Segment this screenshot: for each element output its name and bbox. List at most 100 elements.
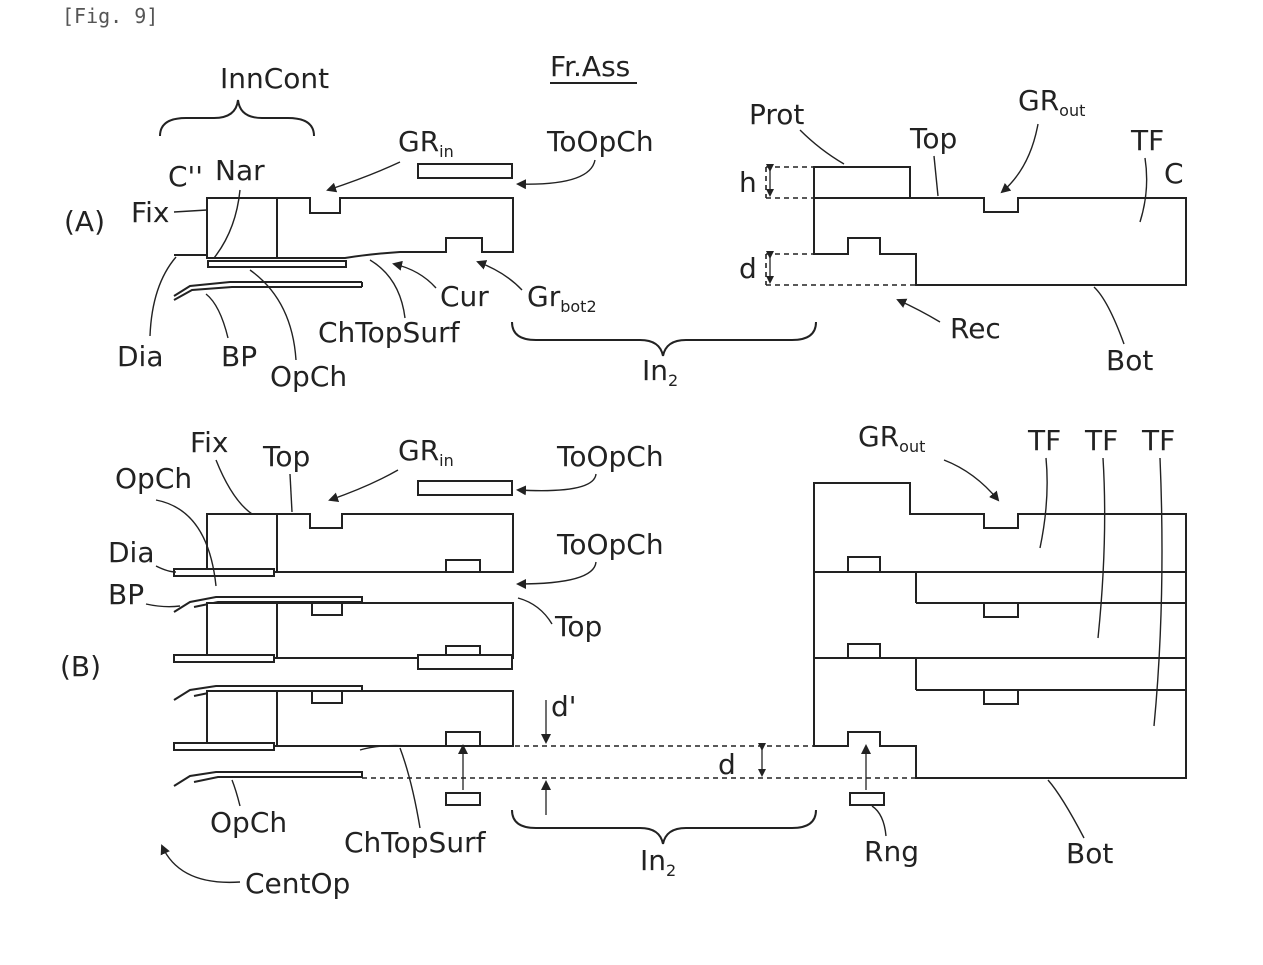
bot-leader — [1094, 287, 1124, 344]
label-rng-rect — [850, 793, 884, 805]
label-tf-b2: TF — [1084, 424, 1118, 457]
label-fix: Fix — [131, 196, 169, 229]
label-h: h — [739, 166, 757, 199]
label-d-prime: d' — [551, 690, 576, 723]
label-toopch-b1: ToOpCh — [556, 440, 664, 473]
gr-out-b-base: GR — [858, 420, 899, 453]
label-gr-in: GRin — [398, 125, 454, 161]
gr-in-sub: in — [439, 142, 454, 161]
label-fix-b: Fix — [190, 426, 228, 459]
prot-leader — [800, 130, 844, 164]
outer-groove-3 — [984, 690, 1018, 704]
inner-2-toopch-rect — [418, 655, 512, 669]
d-dash-lines — [766, 254, 916, 285]
gr-out-arrow — [1002, 124, 1038, 192]
fix-b-leader — [216, 460, 252, 514]
outer-container-body — [814, 167, 1186, 285]
panel-a: (A) Fr.Ass InnCont C'' Nar Fix GRin ToOp… — [64, 50, 1186, 393]
label-d-b: d — [718, 748, 736, 781]
gr-bot2-base: Gr — [527, 280, 561, 313]
gr-in-arrow — [328, 162, 400, 190]
inner-1-bottom-ridge — [446, 560, 480, 572]
panel-a-title: Fr.Ass — [550, 50, 630, 83]
cur-arrow — [394, 264, 436, 288]
gr-in-b-base: GR — [398, 434, 439, 467]
outer-ridge-2 — [848, 644, 880, 658]
panel-b: (B) — [60, 420, 1186, 900]
bot-b-leader — [1048, 780, 1084, 838]
toopch-arrow — [518, 160, 595, 184]
label-top: Top — [909, 122, 957, 155]
label-bot-b: Bot — [1066, 837, 1113, 870]
label-tf-b3: TF — [1141, 424, 1175, 457]
rng-leader — [872, 806, 886, 836]
label-in2: In2 — [642, 354, 678, 390]
toopch-rect-b — [418, 481, 512, 495]
bp-b-leader — [146, 604, 180, 607]
label-nar: Nar — [215, 154, 265, 187]
gr-out-sub: out — [1059, 101, 1085, 120]
label-bot: Bot — [1106, 344, 1153, 377]
label-dia: Dia — [117, 340, 164, 373]
inner-3-dia-plate — [174, 743, 274, 750]
label-opch: OpCh — [270, 360, 347, 393]
top-b2-leader — [518, 598, 552, 624]
inner-3-bottom-ridge — [446, 732, 480, 746]
label-top-b2: Top — [554, 610, 602, 643]
chtopsurf-leader — [370, 260, 405, 318]
label-bp-b: BP — [108, 578, 144, 611]
label-prot: Prot — [749, 98, 804, 131]
in2-sub: 2 — [668, 371, 678, 390]
gr-bot2-sub: bot2 — [560, 297, 596, 316]
label-opch-b1: OpCh — [115, 462, 192, 495]
label-toopch-b2: ToOpCh — [556, 528, 664, 561]
label-dia-b: Dia — [108, 536, 155, 569]
gr-out-b-arrow — [944, 460, 998, 500]
in2-brace-b — [512, 810, 816, 844]
inncont-brace — [160, 100, 314, 136]
inner-1-dia-plate — [174, 569, 274, 576]
in2-b-base: In — [640, 844, 666, 877]
label-cur: Cur — [440, 280, 489, 313]
in2-b-sub: 2 — [666, 861, 676, 880]
inner-3-bp-plate — [174, 772, 362, 786]
bp-leader — [206, 294, 228, 338]
outer-ridge-1 — [848, 557, 880, 572]
label-tf-b1: TF — [1027, 424, 1061, 457]
label-gr-out-b: GRout — [858, 420, 925, 456]
top-b1-leader — [290, 474, 292, 512]
chtopsurf-b-leader — [400, 748, 420, 828]
inner-ring — [446, 793, 480, 805]
label-opch-b2: OpCh — [210, 806, 287, 839]
panel-b-label: (B) — [60, 650, 101, 683]
label-chtopsurf: ChTopSurf — [318, 316, 461, 349]
inner-2-dia-plate — [174, 655, 274, 662]
fix-leader — [174, 210, 207, 212]
inner-2-top-groove — [312, 603, 342, 615]
label-centop: CentOp — [245, 867, 350, 900]
in2-base: In — [642, 354, 668, 387]
toopch-b1-arrow — [518, 474, 596, 491]
gr-in-base: GR — [398, 125, 439, 158]
h-dash-lines — [766, 167, 814, 198]
gr-out-b-sub: out — [899, 437, 925, 456]
in2-brace-a — [512, 322, 816, 356]
opch-plate — [208, 261, 346, 267]
label-c-double-prime: C'' — [168, 160, 203, 193]
label-gr-bot2: Grbot2 — [527, 280, 597, 316]
label-rec: Rec — [950, 312, 1001, 345]
bp-plate-bottom — [174, 287, 362, 300]
label-bp: BP — [221, 340, 257, 373]
label-chtopsurf-b: ChTopSurf — [344, 826, 487, 859]
top-leader — [934, 156, 938, 196]
inner-container-body — [207, 198, 513, 258]
opch-b2-leader — [232, 780, 240, 806]
label-rng: Rng — [864, 835, 919, 868]
gr-out-base: GR — [1018, 84, 1059, 117]
gr-in-b-sub: in — [439, 451, 454, 470]
label-in2-b: In2 — [640, 844, 676, 880]
outer-groove-2 — [984, 603, 1018, 617]
label-gr-out: GRout — [1018, 84, 1085, 120]
label-inncont: InnCont — [220, 62, 329, 95]
